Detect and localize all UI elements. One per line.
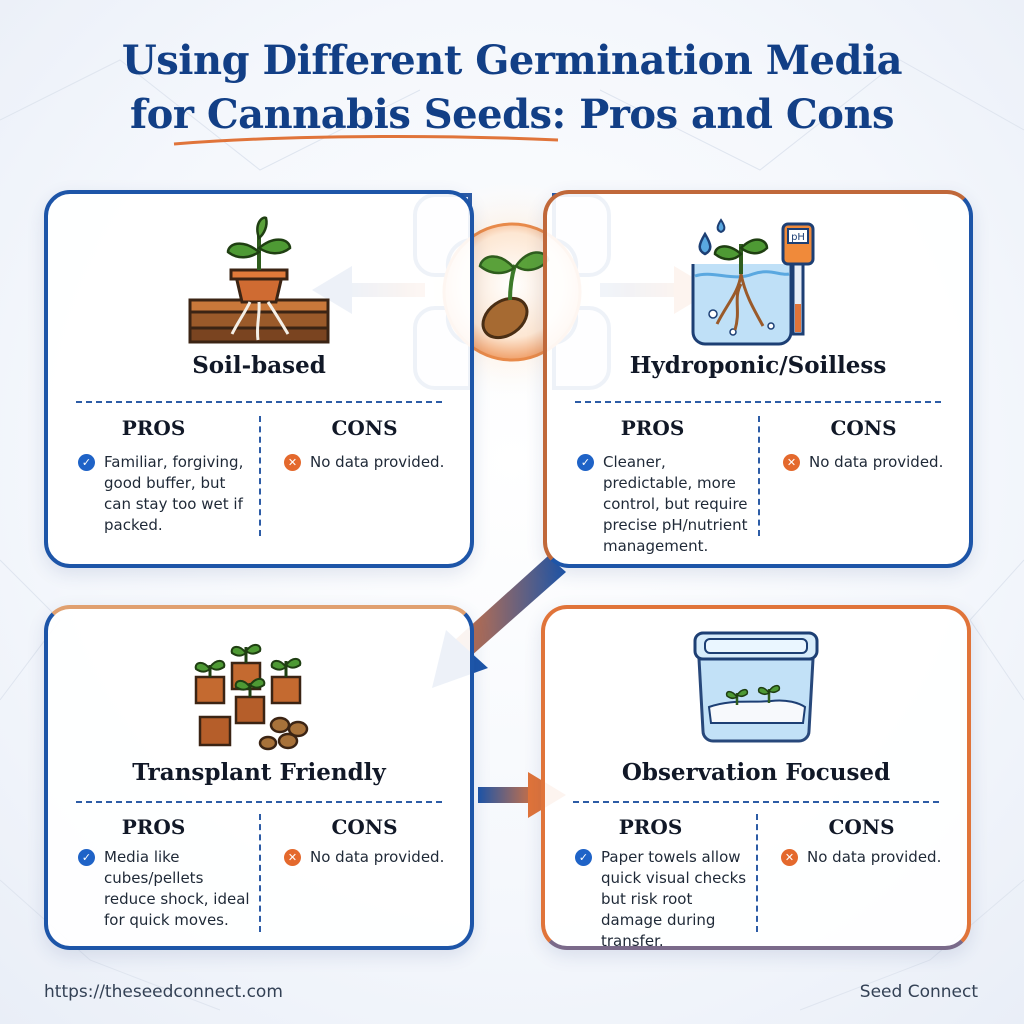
pros-item: ✓ Cleaner, predictable, more control, bu… — [577, 452, 752, 557]
cross-icon: ✕ — [284, 454, 301, 471]
card-observation-focused: Observation Focused PROS CONS ✓ Paper to… — [541, 605, 971, 950]
pros-item: ✓ Paper towels allow quick visual checks… — [575, 847, 750, 952]
page-title: Using Different Germination Media for Ca… — [0, 34, 1024, 142]
check-icon: ✓ — [78, 454, 95, 471]
cons-text: No data provided. — [809, 453, 944, 471]
pros-heading: PROS — [121, 815, 186, 839]
card-title: Soil-based — [192, 352, 326, 379]
background-network — [0, 59, 1024, 1011]
column-divider — [259, 416, 261, 536]
cons-item: ✕ No data provided. — [783, 452, 963, 473]
cons-heading: CONS — [830, 416, 897, 440]
card-title: Hydroponic/Soilless — [629, 352, 887, 379]
divider — [575, 401, 941, 403]
pros-heading: PROS — [121, 416, 186, 440]
card-title: Transplant Friendly — [132, 759, 386, 786]
ph-label: pH — [791, 232, 805, 243]
clear-container-paper-towel-icon — [693, 631, 819, 743]
cross-icon: ✕ — [284, 849, 301, 866]
cons-item: ✕ No data provided. — [284, 452, 464, 473]
divider — [76, 401, 442, 403]
cons-heading: CONS — [331, 416, 398, 440]
divider — [573, 801, 939, 803]
card-soil-based: Soil-based PROS CONS ✓ Familiar, forgivi… — [44, 190, 474, 568]
cons-item: ✕ No data provided. — [781, 847, 961, 868]
column-divider — [756, 814, 758, 932]
card-title: Observation Focused — [621, 759, 891, 786]
footer-url[interactable]: https://theseedconnect.com — [44, 982, 283, 1002]
pros-item: ✓ Media like cubes/pellets reduce shock,… — [78, 847, 253, 931]
cons-text: No data provided. — [807, 848, 942, 866]
cross-icon: ✕ — [783, 454, 800, 471]
card-hydroponic-soilless: pH Hydroponic/Soilless PROS CONS ✓ Clean… — [543, 190, 973, 568]
pros-text: Familiar, forgiving, good buffer, but ca… — [104, 453, 244, 534]
check-icon: ✓ — [78, 849, 95, 866]
cons-heading: CONS — [331, 815, 398, 839]
pros-text: Paper towels allow quick visual checks b… — [601, 848, 747, 950]
column-divider — [259, 814, 261, 932]
cons-item: ✕ No data provided. — [284, 847, 464, 868]
pros-heading: PROS — [620, 416, 685, 440]
divider — [76, 801, 442, 803]
hydroponic-roots-ph-meter-icon: pH — [691, 218, 815, 346]
check-icon: ✓ — [575, 849, 592, 866]
potted-plant-soil-icon — [188, 216, 330, 344]
title-line-2: for Cannabis Seeds: Pros and Cons — [129, 91, 895, 138]
seedling-cubes-pellets-icon — [194, 644, 309, 751]
pros-text: Cleaner, predictable, more control, but … — [603, 453, 748, 555]
cross-icon: ✕ — [781, 849, 798, 866]
card-transplant-friendly: Transplant Friendly PROS CONS ✓ Media li… — [44, 605, 474, 950]
cons-text: No data provided. — [310, 848, 445, 866]
pros-heading: PROS — [618, 815, 683, 839]
title-underline — [173, 135, 559, 146]
cons-heading: CONS — [828, 815, 895, 839]
check-icon: ✓ — [577, 454, 594, 471]
sprouting-seed-icon — [478, 251, 550, 340]
cons-text: No data provided. — [310, 453, 445, 471]
pros-text: Media like cubes/pellets reduce shock, i… — [104, 848, 250, 929]
title-line-1: Using Different Germination Media — [121, 37, 903, 84]
pros-item: ✓ Familiar, forgiving, good buffer, but … — [78, 452, 253, 536]
footer-brand: Seed Connect — [859, 982, 978, 1002]
column-divider — [758, 416, 760, 536]
